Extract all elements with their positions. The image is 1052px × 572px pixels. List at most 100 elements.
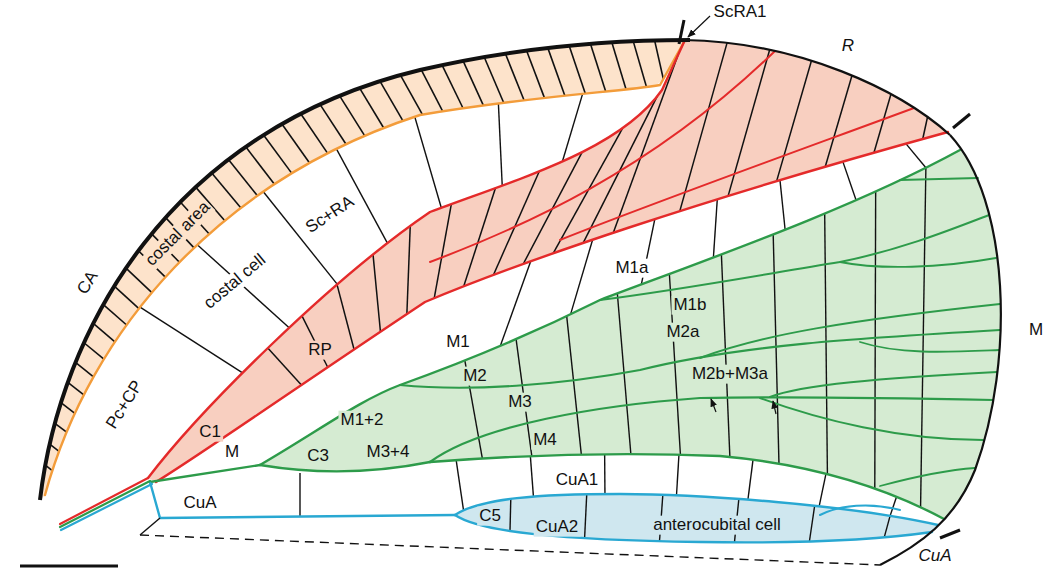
vein-label: M3 [506,393,534,412]
crossvein [819,474,826,507]
crossvein [463,61,483,106]
crossvein [509,499,511,531]
crossvein [299,473,300,516]
crossvein [373,255,380,332]
crossvein [500,261,530,345]
cua2-vein [455,515,932,542]
crossvein [655,40,664,79]
boundary-tick [940,530,960,538]
crossvein [264,135,292,173]
m-branch [840,258,996,267]
vein-label: M [1027,321,1045,340]
crossvein [825,214,828,474]
base-vein [60,478,148,524]
crossvein [780,180,785,230]
crossvein [228,160,257,196]
posterior-margin [140,535,880,565]
crossvein [415,117,442,208]
scale-bar [20,565,118,568]
crossvein [571,240,593,315]
crossvein [585,494,587,538]
rp-vein [156,132,948,482]
crossvein [874,94,891,153]
radial-branch [430,51,775,262]
vein-label: M [223,443,241,462]
base-vein [61,484,152,530]
cua-branch [820,505,900,515]
vein-label: CuA2 [534,518,581,537]
pc-cp-vein [45,42,684,495]
crossvein [246,147,275,184]
crossvein [809,506,814,542]
m2a-vein [700,304,1000,358]
vein-label: M1b [671,296,708,315]
crossvein [93,323,115,341]
crossvein [103,305,126,325]
crossvein [562,94,582,162]
crossvein [75,362,93,376]
crossvein [268,348,302,385]
crossvein [890,497,896,516]
m-branch [860,342,999,352]
crossvein [442,65,463,108]
vein-label: ScRA1 [712,3,769,22]
vein-label: anterocubital cell [651,516,783,535]
crossvein [843,162,856,201]
crossvein [320,104,346,144]
crossvein [590,44,605,92]
vein-label: R [840,37,856,56]
crossvein [55,423,67,432]
pointer-arrow [711,399,716,412]
base-vein [60,481,150,527]
main-veins [45,42,1000,542]
crossvein [337,285,354,350]
vein-label: M2b+M3a [690,365,770,384]
boundary-tick [953,114,970,128]
vein-label: M1+2 [339,411,386,430]
sc-ra-vein [148,42,684,478]
crossvein [61,403,75,414]
m-branch [900,178,978,180]
vein-label: M1 [444,333,472,352]
cua-stem [150,482,455,518]
vein-label: C5 [477,507,503,526]
crossvein [569,46,585,94]
m1-vein [260,150,960,465]
crossvein [400,75,422,115]
vein-label: M1a [613,259,650,278]
m2b-m3a-vein [770,372,997,397]
medial-field-fill [260,150,1001,519]
wing-base [140,518,160,535]
crossvein [921,168,926,507]
crossvein [212,173,241,208]
crossvein [197,245,289,328]
boundary-tick [679,20,684,44]
vein-label: Sc+RA [301,192,359,239]
costa-margin [40,40,690,500]
m3-4-vein [260,462,430,471]
crossvein [84,343,104,359]
crossvein [434,204,451,298]
leader-arrow [688,16,710,37]
radial-branch [560,108,914,240]
crossvein [301,114,328,154]
apical-margin [684,40,950,135]
crossvein [633,41,646,87]
crossvein [140,307,243,373]
vein-label: M2a [664,323,701,342]
crossvein [456,460,463,510]
cell-fills [40,40,1001,542]
vein-label: costal cell [199,250,271,315]
m1b-vein [600,215,989,300]
crossvein [604,454,606,494]
vein-label: CA [73,266,103,299]
vein-label: CuA1 [554,471,601,490]
crossvein [923,117,928,139]
crossvein [713,199,717,257]
m3-branch [760,398,983,440]
m-stem [150,465,260,482]
crossvein [498,103,502,185]
